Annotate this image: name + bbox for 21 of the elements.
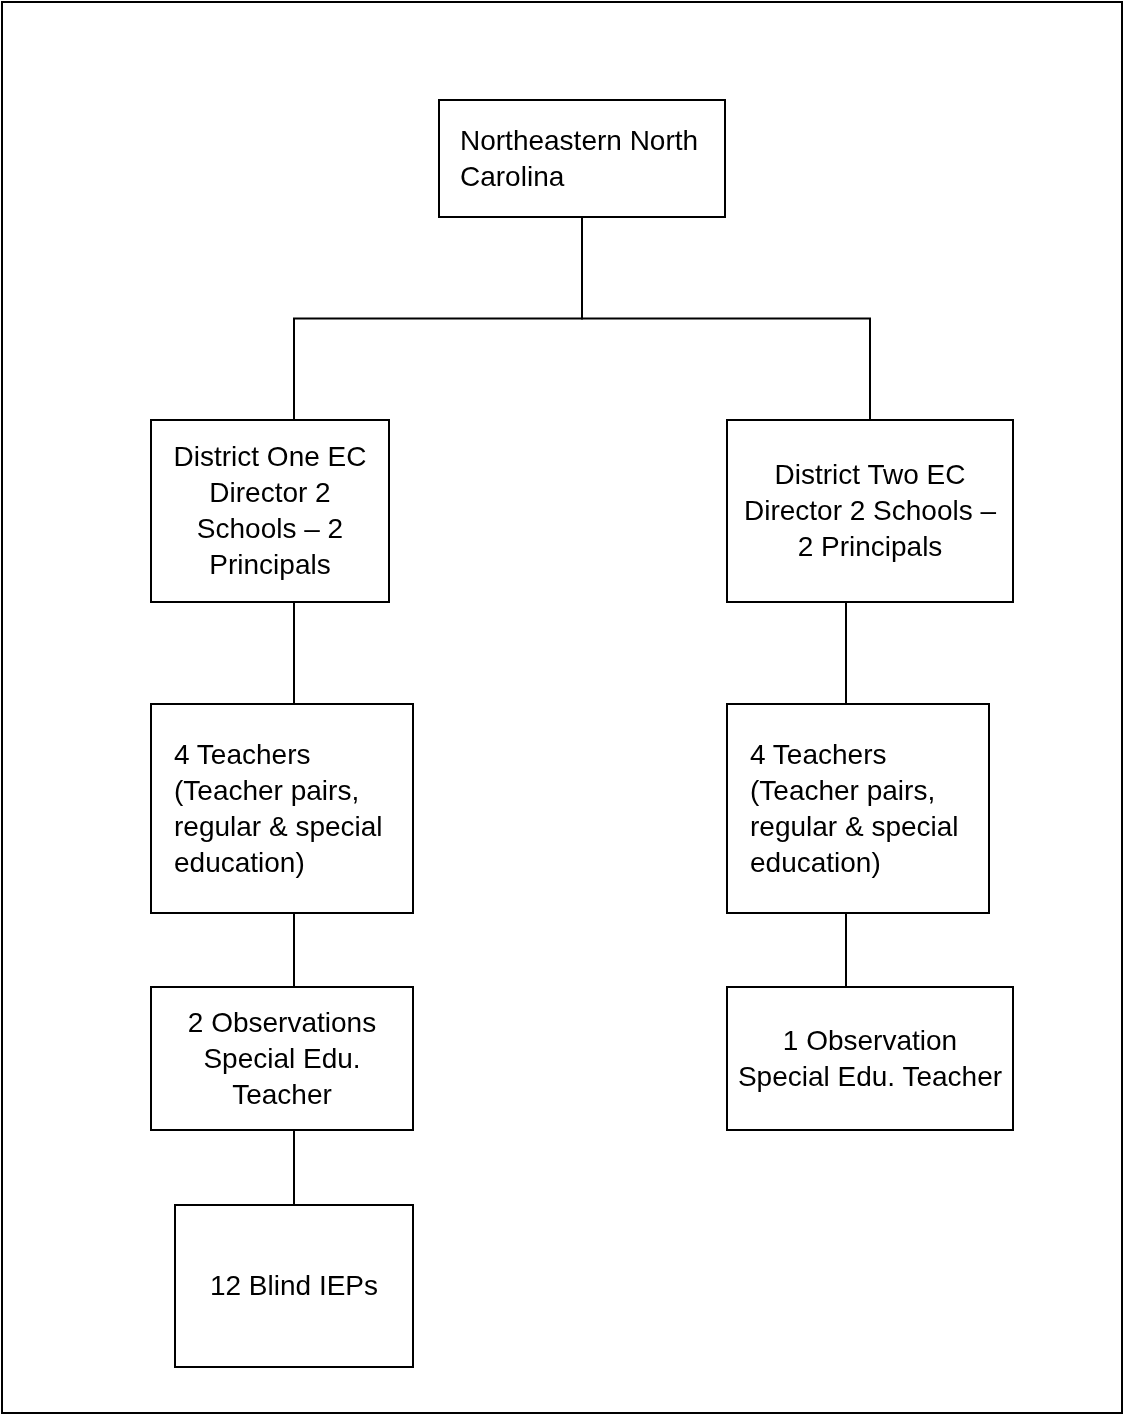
box-text: 12 Blind IEPs [208,1269,380,1303]
box-text: Northeastern North Carolina [460,123,700,194]
box-text: 4 Teachers (Teacher pairs, regular & special education) [174,737,384,880]
connector-line [293,913,295,987]
box-text: 4 Teachers (Teacher pairs, regular & special education) [750,737,960,880]
org-box [150,986,414,1131]
connector-line [293,602,295,704]
connector-line [845,602,847,704]
connector-line [293,1130,295,1205]
box-text: District Two EC Director 2 Schools – 2 Principals [742,458,998,564]
org-box [174,1204,414,1368]
box-text: 2 Observations Special Edu. Teacher [186,1005,378,1112]
box-text: 1 Observation Special Edu. Teacher [736,1023,1004,1094]
org-box [150,419,390,603]
connector-line [845,913,847,987]
org-box [726,703,990,914]
org-box [438,99,726,218]
org-box [150,703,414,914]
org-box [726,986,1014,1131]
org-box [726,419,1014,603]
box-text: District One EC Director 2 Schools – 2 Principals [172,440,368,582]
